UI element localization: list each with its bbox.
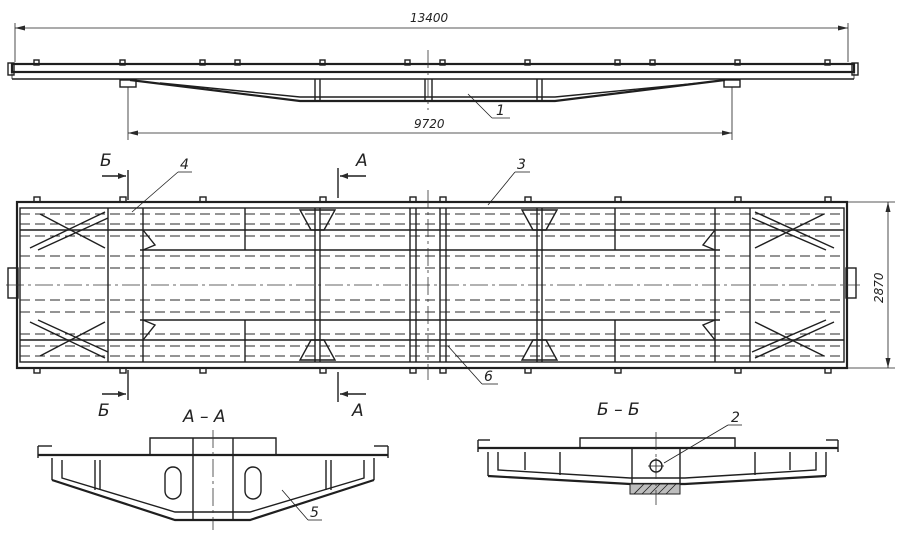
svg-text:A: A	[351, 401, 364, 421]
callout-6: 6	[447, 345, 498, 385]
callout-1: 1	[467, 93, 510, 119]
side-view: 13400	[7, 11, 859, 140]
svg-text:5: 5	[310, 505, 319, 521]
svg-text:Б: Б	[98, 401, 110, 421]
callout-3: 3	[487, 157, 530, 206]
callout-2: 2	[663, 410, 742, 464]
plan-view: 2870 Б Б A A 4	[6, 151, 895, 421]
overall-length-value: 13400	[410, 11, 449, 25]
callout-4: 4	[131, 157, 192, 213]
dimension-overall-length: 13400	[14, 11, 849, 62]
svg-text:3: 3	[517, 157, 526, 173]
dimension-base-length: 9720	[128, 117, 732, 136]
width-value: 2870	[872, 272, 886, 303]
dimension-width: 2870	[847, 201, 895, 369]
svg-text:2: 2	[731, 410, 740, 426]
svg-text:4: 4	[180, 157, 189, 173]
section-b-b: Б – Б 2	[477, 400, 839, 505]
section-a-a-title: A – A	[182, 407, 226, 427]
section-b-b-title: Б – Б	[597, 400, 640, 420]
svg-text:Б: Б	[100, 151, 112, 171]
section-cut-a: A A	[337, 151, 368, 421]
base-length-value: 9720	[414, 117, 445, 131]
section-cut-b: Б Б	[98, 151, 129, 421]
section-a-a: A – A 5	[37, 407, 389, 530]
svg-text:1: 1	[496, 103, 505, 119]
svg-text:6: 6	[484, 369, 493, 385]
svg-text:A: A	[355, 151, 368, 171]
callout-5: 5	[281, 489, 322, 521]
